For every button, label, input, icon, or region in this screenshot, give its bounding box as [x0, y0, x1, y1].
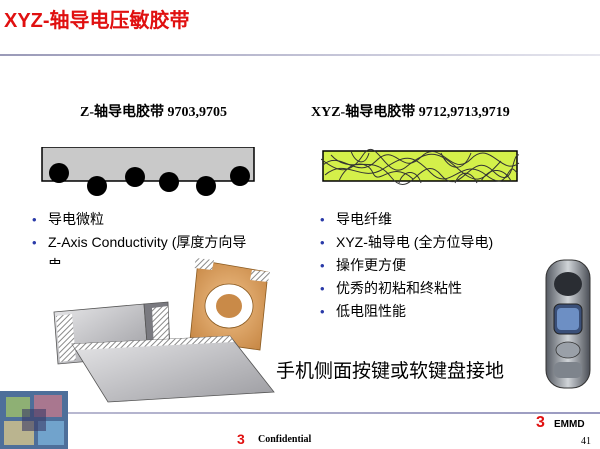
confidential-label: Confidential — [258, 434, 312, 445]
chip-logo-core — [22, 409, 46, 431]
bullet-icon: • — [32, 212, 37, 227]
z-tape-illustration — [41, 147, 255, 196]
conductive-fiber — [321, 148, 502, 180]
company-logo: 3 — [237, 431, 245, 447]
conductive-fiber — [350, 150, 478, 184]
tape-part-liner — [72, 336, 234, 350]
list-item: 电 — [30, 254, 246, 264]
list-item: •Z-Axis Conductivity (厚度方向导 — [30, 231, 246, 254]
tape-part-ring — [216, 294, 242, 318]
conductive-particle — [87, 176, 107, 196]
z-tape-heading: Z-轴导电胶带 9703,9705 — [80, 105, 227, 120]
list-item: •操作更方便 — [318, 254, 493, 277]
list-item: •XYZ-轴导电 (全方位导电) — [318, 231, 493, 254]
bullet-icon: • — [320, 281, 325, 296]
phone-nav-key — [555, 341, 581, 359]
list-item: •导电微粒 — [30, 208, 246, 231]
tape-part — [71, 335, 275, 403]
tape-film — [41, 147, 255, 182]
bullet-icon: • — [320, 304, 325, 319]
conductive-particle — [49, 163, 69, 183]
bullet-icon: • — [320, 212, 325, 227]
brand-label: EMMD — [554, 419, 585, 430]
die-cut-parts-photo — [53, 258, 275, 403]
application-caption: 手机侧面按键或软键盘接地 — [276, 361, 505, 382]
tape-part-liner — [250, 270, 270, 282]
xyz-tape-heading: XYZ-轴导电胶带 9712,9713,9719 — [311, 105, 510, 120]
xyz-tape-illustration — [321, 148, 520, 185]
phone-keypad — [554, 362, 582, 378]
z-tape-features: •导电微粒 •Z-Axis Conductivity (厚度方向导 电 — [30, 208, 246, 264]
phone-speaker — [554, 272, 582, 296]
conductive-particle — [230, 166, 250, 186]
conductive-fiber — [330, 154, 520, 185]
title-divider — [0, 54, 600, 56]
phone-display — [557, 308, 579, 330]
bullet-icon: • — [320, 258, 325, 273]
tape-part-liner — [56, 314, 76, 362]
mobile-phone-photo — [545, 259, 591, 389]
page-number: 41 — [581, 436, 591, 447]
bullet-icon: • — [32, 235, 37, 250]
conductive-fiber — [324, 157, 518, 182]
conductive-particle — [196, 176, 216, 196]
list-item: •导电纤维 — [318, 208, 493, 231]
chip-logo — [0, 391, 68, 449]
list-item: •优秀的初粘和终粘性 — [318, 277, 493, 300]
tape-part-liner — [194, 258, 214, 270]
conductive-particle — [159, 172, 179, 192]
xyz-tape-features: •导电纤维 •XYZ-轴导电 (全方位导电) •操作更方便 •优秀的初粘和终粘性… — [318, 208, 493, 323]
conductive-particle — [125, 167, 145, 187]
slide-title: XYZ-轴导电压敏胶带 — [4, 10, 190, 32]
footer-divider — [68, 412, 600, 414]
brand-logo: 3 — [536, 414, 545, 431]
list-item: •低电阻性能 — [318, 300, 493, 323]
bullet-icon: • — [320, 235, 325, 250]
conductive-fiber — [338, 152, 512, 182]
